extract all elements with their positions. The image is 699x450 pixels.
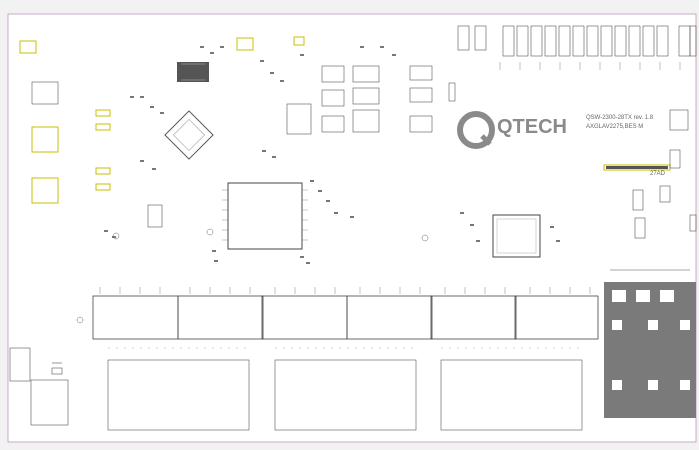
sfp-cage (604, 269, 696, 418)
phy-chip (492, 214, 541, 258)
highlight-chip-top-mid (236, 37, 254, 51)
inductor (177, 62, 209, 82)
main-soc (227, 182, 303, 250)
power-connector (31, 81, 59, 105)
console-port (30, 379, 69, 426)
board-part-number: AXGLAV2275,BES M (586, 124, 644, 130)
regulator-blocks (286, 65, 456, 135)
highlight-transformer-1 (31, 126, 59, 153)
highlight-chip-top-left (19, 40, 37, 54)
highlight-transformer-2 (31, 177, 59, 204)
logo-ring (457, 111, 495, 149)
brand-wordmark: QTECH (497, 116, 567, 138)
rj45-port-blocks (107, 359, 583, 431)
header-strip-body (606, 166, 668, 169)
rj45-magnetics-row (92, 295, 599, 340)
dc-jack (9, 347, 31, 382)
header-label: 27AD (650, 171, 666, 177)
crystal (147, 204, 163, 228)
board-outline (7, 13, 697, 443)
brand-logo (457, 111, 495, 149)
tilted-ic (164, 110, 214, 160)
small-passives (104, 46, 560, 264)
top-connector-row (457, 25, 697, 57)
board-model-label: QSW-2300-28TX rev. 1.8 (586, 115, 654, 121)
